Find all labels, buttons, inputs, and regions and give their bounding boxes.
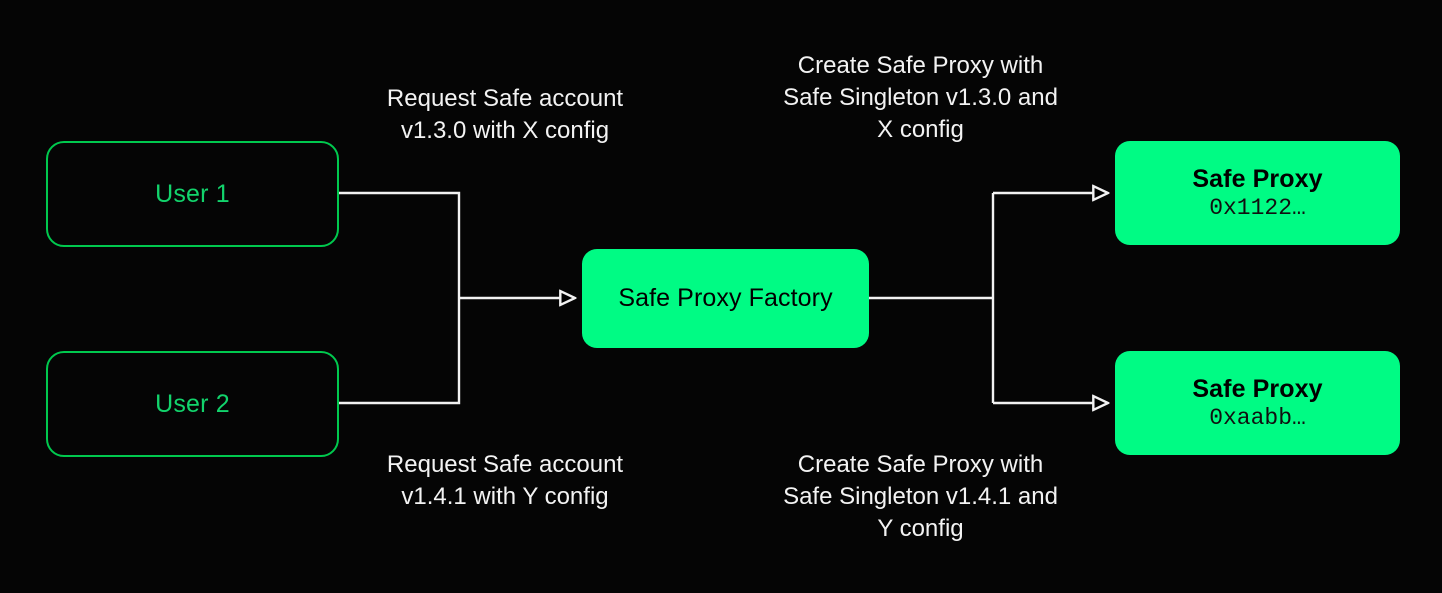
node-safe-proxy-2-address: 0xaabb… [1209, 404, 1306, 431]
node-safe-proxy-1-address: 0x1122… [1209, 194, 1306, 221]
edge-label-create-top: Create Safe Proxy with Safe Singleton v1… [783, 52, 1058, 143]
edge-label-create-bottom: Create Safe Proxy with Safe Singleton v1… [783, 451, 1058, 542]
edge-label-request-top: Request Safe account v1.3.0 with X confi… [386, 85, 624, 144]
node-safe-proxy-1[interactable]: Safe Proxy 0x1122… [1115, 141, 1400, 245]
edge-label-request-bottom: Request Safe account v1.4.1 with Y confi… [386, 451, 624, 510]
node-safe-proxy-factory-label: Safe Proxy Factory [618, 284, 833, 312]
node-safe-proxy-2[interactable]: Safe Proxy 0xaabb… [1115, 351, 1400, 455]
node-user-2[interactable]: User 2 [46, 351, 339, 457]
node-safe-proxy-2-label: Safe Proxy [1192, 374, 1323, 403]
node-user-2-label: User 2 [155, 389, 230, 418]
node-safe-proxy-factory[interactable]: Safe Proxy Factory [582, 249, 869, 348]
wire-users-bracket [339, 191, 461, 405]
node-user-1[interactable]: User 1 [46, 141, 339, 247]
node-user-1-label: User 1 [155, 179, 230, 208]
node-safe-proxy-1-label: Safe Proxy [1192, 164, 1323, 193]
